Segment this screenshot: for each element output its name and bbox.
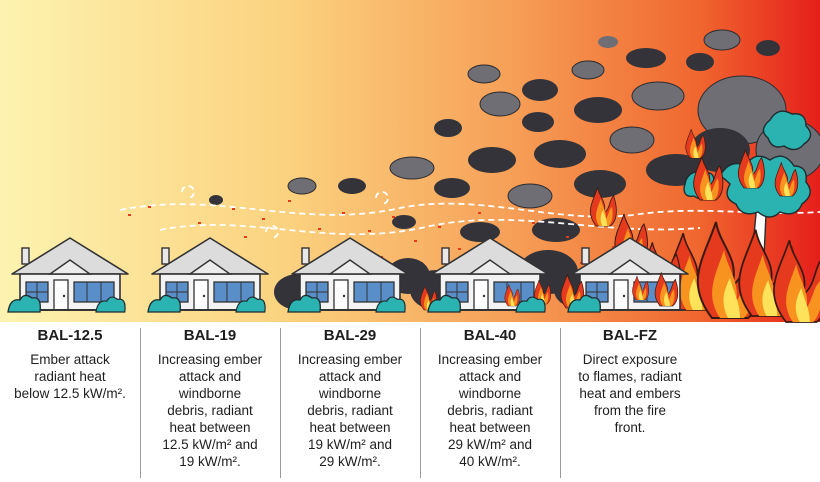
- wind-lines: [119, 185, 820, 239]
- bal-column: BAL-40 Increasing ember attack and windb…: [422, 322, 558, 470]
- desc-line: Ember attack: [30, 352, 110, 367]
- desc-line: windborne: [178, 386, 242, 401]
- desc-line: 19 kW/m².: [179, 454, 241, 469]
- bal-description: Increasing ember attack and windborne de…: [422, 351, 558, 470]
- desc-line: attack and: [458, 369, 522, 384]
- bal-description: Direct exposure to flames, radiant heat …: [562, 351, 698, 436]
- column-divider: [140, 328, 141, 478]
- desc-line: attack and: [178, 369, 242, 384]
- desc-line: to flames, radiant: [578, 369, 682, 384]
- desc-line: windborne: [458, 386, 522, 401]
- bal-description: Increasing ember attack and windborne de…: [282, 351, 418, 470]
- desc-line: heat between: [309, 420, 391, 435]
- desc-line: Direct exposure: [582, 352, 678, 367]
- smoke-clouds: [209, 29, 820, 242]
- desc-line: heat and embers: [579, 386, 681, 401]
- desc-line: heat between: [449, 420, 531, 435]
- desc-line: front.: [614, 420, 646, 435]
- column-divider: [420, 328, 421, 478]
- bal-column: BAL-19 Increasing ember attack and windb…: [142, 322, 278, 470]
- desc-line: radiant heat: [34, 369, 106, 384]
- bal-labels: BAL-12.5 Ember attack radiant heat below…: [0, 322, 820, 482]
- desc-line: debris, radiant: [307, 403, 393, 418]
- bal-column: BAL-FZ Direct exposure to flames, radian…: [562, 322, 698, 436]
- desc-line: windborne: [318, 386, 382, 401]
- desc-line: debris, radiant: [167, 403, 253, 418]
- bal-title: BAL-29: [323, 327, 377, 344]
- bal-title: BAL-40: [463, 327, 517, 344]
- desc-line: Increasing ember: [297, 352, 403, 367]
- desc-line: Increasing ember: [437, 352, 543, 367]
- desc-line: debris, radiant: [447, 403, 533, 418]
- bal-title: BAL-19: [183, 327, 237, 344]
- desc-line: below 12.5 kW/m².: [14, 386, 126, 401]
- desc-line: 29 kW/m².: [319, 454, 381, 469]
- desc-line: 19 kW/m² and: [307, 437, 393, 452]
- desc-line: 40 kW/m².: [459, 454, 521, 469]
- desc-line: Increasing ember: [157, 352, 263, 367]
- desc-line: from the fire: [593, 403, 667, 418]
- desc-line: 29 kW/m² and: [447, 437, 533, 452]
- column-divider: [560, 328, 561, 478]
- bal-title: BAL-12.5: [37, 327, 103, 344]
- column-divider: [280, 328, 281, 478]
- bal-title: BAL-FZ: [602, 327, 658, 344]
- bal-description: Increasing ember attack and windborne de…: [142, 351, 278, 470]
- bal-description: Ember attack radiant heat below 12.5 kW/…: [2, 351, 138, 402]
- desc-line: heat between: [169, 420, 251, 435]
- bal-column: BAL-29 Increasing ember attack and windb…: [282, 322, 418, 470]
- desc-line: 12.5 kW/m² and: [162, 437, 258, 452]
- desc-line: attack and: [318, 369, 382, 384]
- bal-column: BAL-12.5 Ember attack radiant heat below…: [2, 322, 138, 402]
